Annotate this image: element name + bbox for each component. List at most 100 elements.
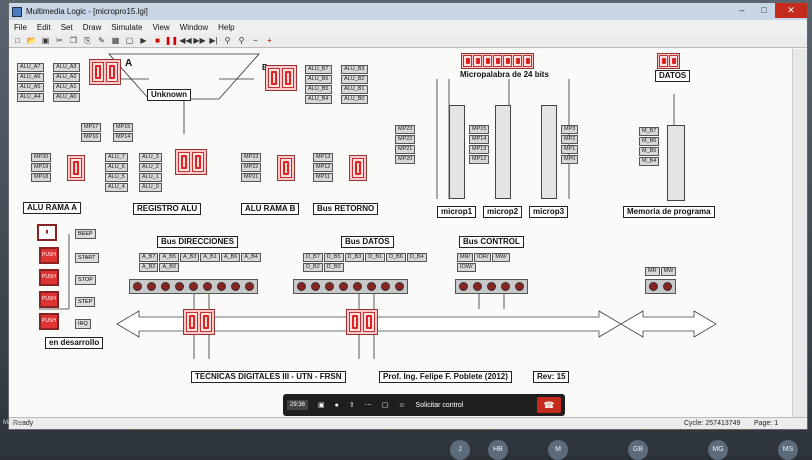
register-tag: A_B3 — [179, 253, 200, 262]
register-tag: M_B4 — [639, 157, 660, 166]
register-tag: MW — [660, 267, 677, 276]
register-tag: MP15 — [469, 125, 490, 134]
profesor-label: Prof. Ing. Felipe F. Poblete (2012) — [379, 371, 512, 383]
run-icon[interactable]: ▶ — [140, 36, 147, 45]
microp3-chip[interactable] — [541, 105, 557, 199]
alu-rama-a-label: ALU RAMA A — [23, 202, 82, 214]
vertical-scrollbar[interactable] — [792, 49, 807, 419]
open-file-icon[interactable]: 📂 — [26, 36, 37, 45]
register-tag: D_B6 — [386, 253, 406, 262]
menu-window[interactable]: Window — [179, 22, 209, 32]
register-tag: ALU_A3 — [53, 63, 80, 72]
avatar[interactable]: HB — [488, 440, 508, 460]
microp1-label: microp1 — [437, 206, 477, 218]
new-file-icon[interactable]: □ — [15, 36, 20, 45]
microp1-in-regs: MP23 MP22 MP21 MP20 — [395, 125, 416, 164]
avatar[interactable]: MS — [778, 440, 798, 460]
registro-alu-regs: ALU_7 ALU_6 ALU_5 ALU_4 — [105, 153, 128, 192]
schematic-canvas[interactable]: ALU_A7 ALU_A6 ALU_A5 ALU_A4 ALU_A3 ALU_A… — [9, 49, 794, 419]
share-screen-icon[interactable]: ⇧ — [348, 402, 355, 409]
zoom-icon[interactable]: ⚲ — [224, 36, 231, 45]
register-tag: ALU_5 — [105, 173, 128, 182]
register-tag: ALU_6 — [105, 163, 128, 172]
minimize-button[interactable]: – — [739, 5, 745, 15]
meeting-toolbar: 29:36 ▣ ● ⇧ ⋯ ▢ ☺ Solicitar control ☎ — [283, 394, 565, 416]
skip-end-icon[interactable]: ▶| — [209, 36, 218, 45]
chip-tool-icon[interactable]: ▦ — [111, 36, 120, 45]
push-button-stop[interactable]: PUSH — [39, 269, 59, 286]
chat-icon[interactable]: ▢ — [381, 402, 389, 409]
menu-simulate[interactable]: Simulate — [111, 22, 143, 32]
pause-icon[interactable]: ❚❚ — [164, 36, 179, 45]
bus-retorno-regs: MP13 MP12 MP11 — [313, 153, 334, 182]
step-back-icon[interactable]: ◀◀ — [179, 36, 192, 45]
register-tag: MP23 — [395, 125, 416, 134]
register-tag: MP21 — [395, 145, 416, 154]
microp2-chip[interactable] — [495, 105, 511, 199]
alu-rama-a-display — [67, 155, 85, 181]
register-tag: ALU_A7 — [17, 63, 44, 72]
seven-segment-display-b — [265, 65, 297, 91]
register-tag: MP1 — [561, 145, 579, 154]
avatar[interactable]: GB — [628, 440, 648, 460]
register-tag: MP14 — [469, 135, 490, 144]
paste-icon[interactable]: ⎘ — [84, 35, 91, 45]
tecnicas-label: TECNICAS DIGITALES III - UTN - FRSN — [191, 371, 346, 383]
alu-rama-a-regs: MP20 MP19 MP18 — [31, 153, 52, 182]
avatar[interactable]: MG — [708, 440, 728, 460]
unknown-label: Unknown — [147, 89, 191, 101]
menu-edit[interactable]: Edit — [36, 22, 51, 32]
request-control-button[interactable]: Solicitar control — [415, 401, 464, 409]
select-tool-icon[interactable]: ▢ — [125, 36, 134, 45]
step-forward-icon[interactable]: ▶▶ — [193, 36, 206, 45]
maximize-button[interactable]: □ — [761, 5, 767, 15]
zoom-in-button[interactable]: + — [267, 36, 272, 45]
save-icon[interactable]: ▣ — [41, 36, 50, 45]
menu-help[interactable]: Help — [218, 22, 235, 32]
close-button[interactable]: ✕ — [775, 3, 807, 18]
zoom-fit-icon[interactable]: ⚲ — [238, 36, 245, 45]
microp1-chip[interactable] — [449, 105, 465, 199]
stop-icon[interactable]: ■ — [155, 36, 160, 45]
menu-view[interactable]: View — [152, 22, 170, 32]
register-tag: MP3 — [561, 125, 579, 134]
toggle-switch[interactable]: ▮ — [37, 224, 57, 241]
push-button-step[interactable]: PUSH — [39, 291, 59, 308]
datos-title: DATOS — [655, 70, 691, 82]
menu-set[interactable]: Set — [60, 22, 73, 32]
alu-rama-b-display — [277, 155, 295, 181]
bus-control-regs: MR/ IOR/ MW/ IOW/ — [457, 253, 527, 272]
menu-file[interactable]: File — [14, 22, 27, 32]
register-tag: A_B0 — [159, 263, 179, 272]
avatar[interactable]: M — [548, 440, 568, 460]
participants-icon[interactable]: ☺ — [398, 401, 406, 409]
register-tag: MP22 — [395, 135, 416, 144]
register-tag: MP19 — [31, 163, 52, 172]
register-tag: A_B7 — [139, 253, 159, 262]
stop-tag: STOP — [75, 275, 96, 285]
cut-icon[interactable]: ✂ — [56, 36, 63, 45]
push-button-irq[interactable]: PUSH — [39, 313, 59, 330]
microp3-out-regs: MP3 MP2 MP1 MP0 — [561, 125, 579, 164]
register-tag: ALU_A2 — [53, 73, 80, 82]
video-camera-icon[interactable]: ▣ — [318, 402, 325, 409]
avatar[interactable]: J — [450, 440, 470, 460]
register-tag: D_B7 — [303, 253, 323, 262]
push-button-start[interactable]: PUSH — [39, 247, 59, 264]
zoom-out-button[interactable]: − — [253, 36, 258, 45]
register-tag: MP20 — [395, 155, 416, 164]
register-tag: IOR/ — [474, 253, 492, 262]
more-options-icon[interactable]: ⋯ — [364, 402, 372, 409]
memoria-chip[interactable] — [667, 125, 685, 201]
register-tag: ALU_B5 — [305, 85, 332, 94]
microphone-icon[interactable]: ● — [334, 401, 339, 409]
register-tag: MP12 — [469, 155, 490, 164]
draw-tool-icon[interactable]: ✎ — [98, 36, 105, 45]
hang-up-button[interactable]: ☎ — [537, 397, 561, 413]
bus-datos-leds — [293, 279, 408, 294]
register-tag: D_B0 — [323, 263, 344, 272]
register-tag: A_B1 — [200, 253, 220, 262]
menu-draw[interactable]: Draw — [82, 22, 102, 32]
register-tag: M_B7 — [639, 127, 660, 136]
copy-icon[interactable]: ❐ — [69, 36, 78, 45]
